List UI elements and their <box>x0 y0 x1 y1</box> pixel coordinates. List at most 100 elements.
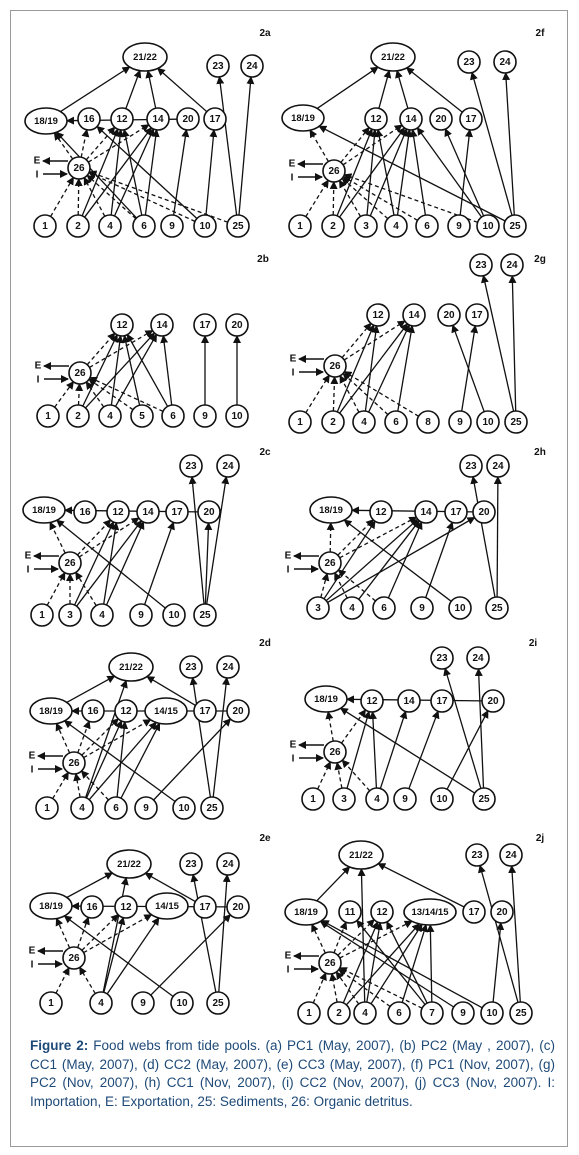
node-9: 9 <box>451 1001 475 1025</box>
trophic-link-7-to-11 <box>356 919 426 1005</box>
node-12: 12 <box>366 303 390 327</box>
node-shape <box>58 603 82 627</box>
node-shape <box>150 313 174 337</box>
import-label: I <box>31 960 34 971</box>
trophic-link-3-to-12 <box>346 710 371 789</box>
trophic-link-3-to-26 <box>334 761 343 789</box>
node-label: 3 <box>363 221 369 232</box>
node-24: 24 <box>493 50 517 74</box>
node-label: 14 <box>408 310 420 321</box>
node-23: 23 <box>457 50 481 74</box>
node-label: 4 <box>107 411 113 422</box>
trophic-link-4-to-12 <box>110 334 124 406</box>
export-label: E <box>289 159 296 170</box>
node-shape <box>58 551 82 575</box>
trophic-link-12-to-21-22 <box>378 69 392 109</box>
trophic-link-9-to-17 <box>425 521 454 598</box>
trophic-link-1-to-26 <box>50 176 74 217</box>
node-label: 24 <box>472 653 484 664</box>
trophic-link-4-to-14 <box>368 324 410 413</box>
node-20: 20 <box>429 107 453 131</box>
node-label: 26 <box>74 368 86 379</box>
node-label: 25 <box>510 417 522 428</box>
node-shape <box>108 652 154 682</box>
trophic-link-26-to-11 <box>333 921 348 954</box>
node-label: 12 <box>120 902 132 913</box>
node-13-14-15: 13/14/15 <box>403 898 457 926</box>
node-26: 26 <box>323 354 347 378</box>
node-label: 14 <box>156 320 168 331</box>
node-shape <box>36 404 60 428</box>
node-label: 10 <box>482 221 494 232</box>
trophic-link-9-to-17 <box>143 521 175 605</box>
trophic-link-4-to-14-15 <box>88 721 157 801</box>
node-shape <box>193 214 217 238</box>
node-shape <box>110 313 134 337</box>
node-label: 20 <box>487 696 499 707</box>
node-4: 4 <box>384 214 408 238</box>
node-label: 6 <box>381 603 387 614</box>
trophic-link-18-19-to-21-22 <box>60 66 131 113</box>
node-label: 8 <box>425 417 431 428</box>
node-shape <box>499 843 523 867</box>
node-shape <box>323 740 347 764</box>
import-label: I <box>292 754 295 765</box>
trophic-link-26-to-18-19 <box>325 710 334 742</box>
node-shape <box>304 685 348 713</box>
node-shape <box>323 354 347 378</box>
trophic-link-6-to-18-19 <box>55 131 137 219</box>
node-label: 23 <box>475 260 487 271</box>
trophic-link-25-to-24 <box>238 76 255 216</box>
trophic-link-4-to-12 <box>103 916 126 993</box>
node-shape <box>364 107 388 131</box>
trophic-link-1-to-26 <box>305 374 330 414</box>
node-shape <box>70 796 94 820</box>
node-label: 9 <box>419 603 425 614</box>
trophic-link-2-to-26 <box>329 972 338 1003</box>
node-shape <box>472 787 496 811</box>
node-shape <box>481 689 505 713</box>
node-shape <box>89 991 113 1015</box>
node-shape <box>459 454 483 478</box>
node-shape <box>451 1001 475 1025</box>
node-9: 9 <box>448 410 472 434</box>
node-24: 24 <box>500 253 524 277</box>
node-label: 17 <box>436 696 448 707</box>
trophic-link-6-to-26 <box>337 569 376 602</box>
node-shape <box>35 796 59 820</box>
trophic-link-26-to-12 <box>85 126 116 161</box>
trophic-link-17-to-21-22 <box>377 863 465 908</box>
node-25: 25 <box>503 214 527 238</box>
node-shape <box>403 898 457 926</box>
trophic-link-17-to-21-22 <box>405 67 463 113</box>
node-23: 23 <box>465 843 489 867</box>
node-label: 12 <box>366 696 378 707</box>
node-4: 4 <box>98 404 122 428</box>
trophic-link-10-to-20 <box>446 709 489 790</box>
export-label: E <box>25 551 32 562</box>
node-label: 6 <box>393 417 399 428</box>
node-17: 17 <box>193 895 217 919</box>
node-25: 25 <box>226 214 250 238</box>
panel-label: 2f <box>536 28 546 39</box>
node-8: 8 <box>416 410 440 434</box>
node-label: 14 <box>405 114 417 125</box>
trophic-link-25-to-23 <box>443 667 482 789</box>
node-shape <box>161 404 185 428</box>
node-shape <box>145 892 189 920</box>
trophic-link-2-to-26 <box>74 178 83 216</box>
node-label: 23 <box>212 61 224 72</box>
node-label: 18/19 <box>314 694 338 705</box>
node-14: 14 <box>402 303 426 327</box>
node-9: 9 <box>131 991 155 1015</box>
node-label: 26 <box>328 166 340 177</box>
trophic-link-3-to-12 <box>74 521 115 606</box>
node-label: 13/14/15 <box>412 907 450 918</box>
node-17: 17 <box>165 500 189 524</box>
node-6: 6 <box>415 214 439 238</box>
trophic-link-18-19-to-21-22 <box>316 866 351 902</box>
node-21-22: 21/22 <box>108 652 154 682</box>
node-label: 21/22 <box>119 662 143 673</box>
node-shape <box>98 214 122 238</box>
